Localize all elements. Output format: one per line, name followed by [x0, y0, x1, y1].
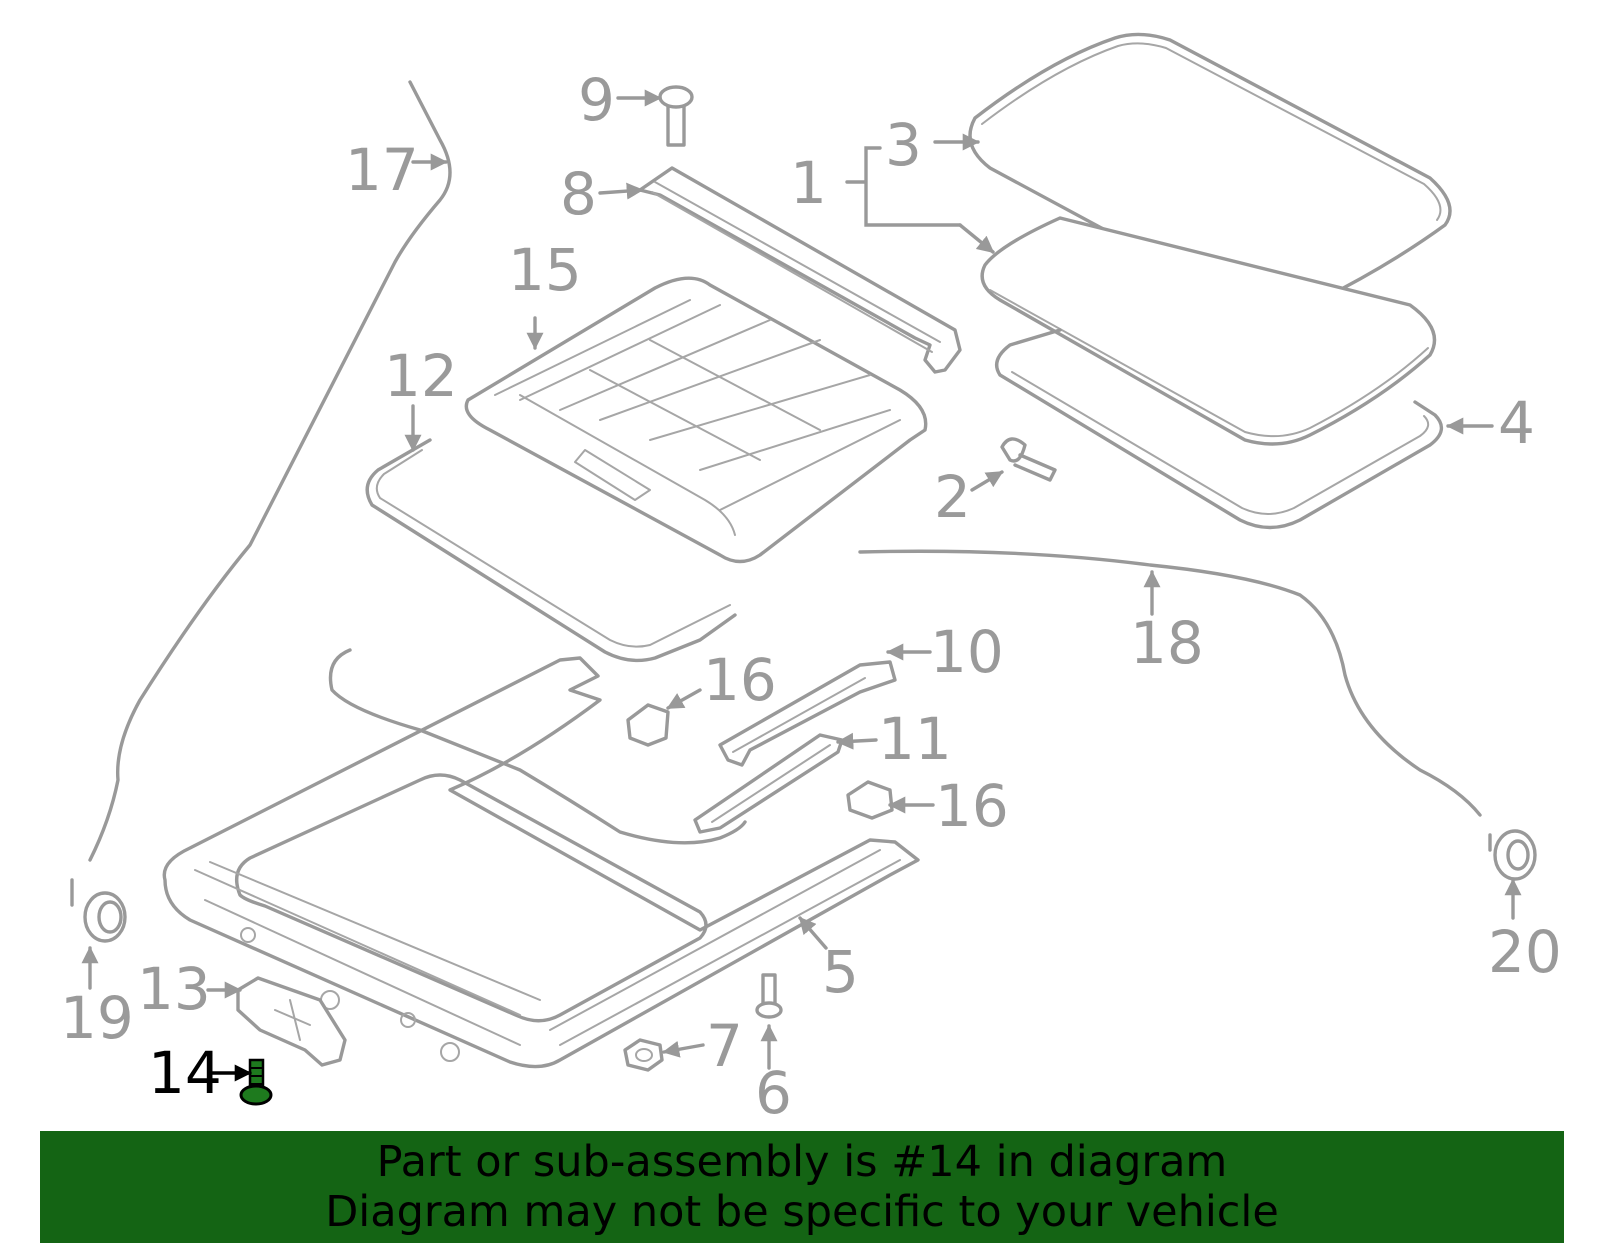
drain-tube-front — [328, 648, 747, 845]
callout-18: 18 — [1130, 609, 1204, 677]
callout-9: 9 — [578, 66, 615, 134]
callout-1: 1 — [790, 149, 827, 217]
callout-17: 17 — [345, 136, 419, 204]
callout-4: 4 — [1498, 389, 1535, 457]
gasket-frame-part-4 — [995, 328, 1444, 530]
screw-part-14-highlighted[interactable] — [239, 1058, 273, 1106]
callout-6: 6 — [755, 1059, 792, 1127]
sunroof-housing-part-5 — [162, 656, 920, 1069]
callout-12: 12 — [384, 342, 458, 410]
callout-5: 5 — [822, 938, 859, 1006]
callout-10: 10 — [930, 618, 1004, 686]
callout-2: 2 — [934, 463, 971, 531]
callout-8: 8 — [560, 160, 597, 228]
callout-11: 11 — [878, 705, 952, 773]
callout-16-upper: 16 — [703, 646, 777, 714]
callout-13: 13 — [137, 955, 211, 1023]
callout-15: 15 — [508, 236, 582, 304]
callout-7: 7 — [706, 1012, 743, 1080]
nut-part-7 — [623, 1038, 664, 1072]
drain-valve-part-20 — [1488, 829, 1537, 881]
banner-line-disclaimer: Diagram may not be specific to your vehi… — [325, 1187, 1279, 1237]
callout-16-lower: 16 — [935, 772, 1009, 840]
callout-20: 20 — [1488, 918, 1562, 986]
bolt-part-6 — [755, 973, 783, 1019]
sunshade-part-15 — [464, 276, 928, 564]
bolt-part-2 — [1000, 437, 1057, 482]
callout-19: 19 — [60, 984, 134, 1052]
info-banner: Part or sub-assembly is #14 in diagram D… — [40, 1131, 1564, 1243]
bolt-part-9 — [658, 85, 694, 147]
drain-valve-part-19 — [70, 878, 127, 943]
frame-seal-part-12 — [365, 438, 737, 663]
deflector-rail-part-8 — [638, 166, 962, 374]
mechanism-link-part-10 — [718, 660, 897, 767]
drain-hose-part-18 — [858, 549, 1482, 817]
banner-line-part-info: Part or sub-assembly is #14 in diagram — [376, 1137, 1228, 1187]
callout-3: 3 — [885, 111, 922, 179]
slider-block-part-16b — [846, 780, 894, 820]
motor-bracket-part-13 — [236, 976, 347, 1067]
leader-lines — [81, 89, 1522, 1082]
guide-rail-part-11 — [693, 733, 844, 834]
slider-block-part-16a — [626, 703, 670, 747]
drain-hose-part-17 — [88, 80, 452, 862]
callout-labels: 1 2 3 4 5 6 7 8 9 10 11 12 13 14 15 16 1… — [60, 66, 1562, 1127]
seal-panel-part-1 — [980, 216, 1437, 446]
callout-14-highlighted: 14 — [148, 1039, 222, 1107]
